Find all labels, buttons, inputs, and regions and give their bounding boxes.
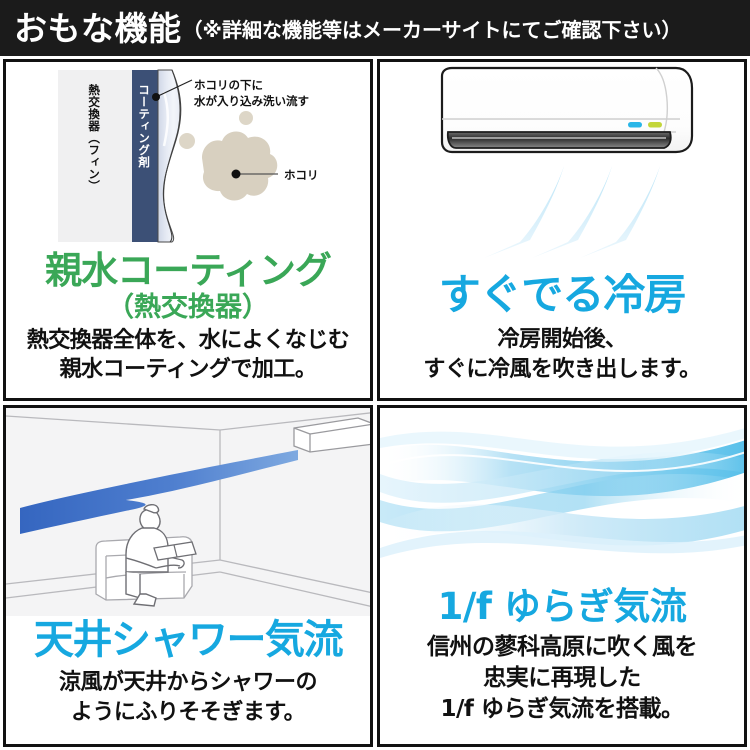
ceiling-shower-room-diagram bbox=[6, 408, 370, 616]
book-spine bbox=[173, 544, 178, 558]
heat-exchanger-fin-block bbox=[58, 70, 132, 242]
leader-dot-water-note bbox=[152, 93, 160, 101]
air-conditioner-illustration-svg bbox=[440, 66, 694, 258]
page-title-note: （※詳細な機能等はメーカーサイトにてご確認下さい） bbox=[182, 18, 682, 42]
leader-line-water-note bbox=[155, 79, 193, 98]
panel-1-body-line-1: 熱交換器全体を、水によくなじむ bbox=[26, 328, 350, 353]
panel-4-body-line-2: 忠実に再現した bbox=[483, 665, 641, 692]
hydrophilic-coating-diagram: 熱交換器（フィン） コーティング剤 ホコリの下に 水が入り込み洗い流す ホコリ bbox=[6, 62, 370, 250]
panel-2-headline: すぐでる冷房 bbox=[438, 270, 686, 319]
leader-dot-dust bbox=[231, 169, 241, 179]
abstract-wave-ribbons-svg bbox=[380, 408, 744, 586]
hydrophilic-coating-caption: 親水コーティング （熱交換器） 熱交換器全体を、水によくなじむ 親水コーティング… bbox=[6, 250, 370, 398]
feature-panel-hydrophilic-coating: 熱交換器（フィン） コーティング剤 ホコリの下に 水が入り込み洗い流す ホコリ … bbox=[3, 59, 373, 401]
one-over-f-caption: 1/f ゆらぎ気流 信州の蓼科高原に吹く風を 忠実に再現した 1/f ゆらぎ気流… bbox=[380, 586, 744, 744]
dust-cloud-large bbox=[202, 131, 278, 201]
feature-panel-fast-cooling: すぐでる冷房 冷房開始後、 すぐに冷風を吹き出します。 bbox=[377, 59, 747, 401]
wave-highlight-line bbox=[380, 451, 744, 473]
page-title: おもな機能 bbox=[14, 8, 182, 48]
wave-ribbon-6 bbox=[380, 530, 744, 558]
ac-louver bbox=[446, 131, 672, 149]
wave-ribbon-3 bbox=[380, 504, 744, 548]
fast-cooling-diagram bbox=[380, 62, 744, 270]
water-film-shape bbox=[157, 69, 181, 243]
coating-cross-section-svg bbox=[152, 69, 278, 243]
annotation-water-line2: 水が入り込み洗い流す bbox=[194, 93, 309, 108]
panel-4-headline: 1/f ゆらぎ気流 bbox=[437, 585, 687, 628]
led-indicator-cool bbox=[628, 122, 642, 128]
airflow-streak-2 bbox=[532, 166, 612, 258]
section-header-bar: おもな機能 （※詳細な機能等はメーカーサイトにてご確認下さい） bbox=[0, 0, 750, 56]
dust-speck-2 bbox=[239, 111, 253, 125]
dust-speck-1 bbox=[179, 133, 195, 149]
panel-2-body-line-1: 冷房開始後、 bbox=[497, 327, 627, 352]
panel-4-body-line-1: 信州の蓼科高原に吹く風を bbox=[427, 634, 698, 660]
annotation-dust: ホコリ bbox=[284, 168, 319, 182]
panel-2-body-line-2: すぐに冷風を吹き出します。 bbox=[423, 356, 701, 382]
panel-3-headline: 天井シャワー気流 bbox=[34, 617, 344, 663]
ceiling-shower-caption: 天井シャワー気流 涼風が天井からシャワーの ようにふりそそぎます。 bbox=[6, 616, 370, 744]
airflow-streak-1 bbox=[484, 166, 564, 258]
fast-cooling-caption: すぐでる冷房 冷房開始後、 すぐに冷風を吹き出します。 bbox=[380, 270, 744, 398]
feature-panel-grid: 熱交換器（フィン） コーティング剤 ホコリの下に 水が入り込み洗い流す ホコリ … bbox=[0, 56, 750, 750]
ceiling-airflow-band bbox=[20, 450, 298, 534]
panel-3-body-line-1: 涼風が天井からシャワーの bbox=[58, 670, 318, 695]
room-perspective-svg bbox=[6, 408, 370, 616]
label-heat-exchanger-fin: 熱交換器（フィン） bbox=[87, 84, 102, 192]
wave-ribbon-4 bbox=[380, 451, 744, 503]
panel-1-subhead: （熱交換器） bbox=[107, 292, 269, 323]
water-film-outline bbox=[162, 69, 182, 243]
seated-person bbox=[125, 504, 185, 607]
feature-panel-one-over-f-airflow: 1/f ゆらぎ気流 信州の蓼科高原に吹く風を 忠実に再現した 1/f ゆらぎ気流… bbox=[377, 405, 747, 747]
label-coating-agent: コーティング剤 bbox=[137, 84, 152, 168]
ac-indoor-unit bbox=[440, 66, 694, 154]
wave-ribbon-5 bbox=[380, 428, 744, 460]
fluctuation-wave-graphic bbox=[380, 408, 744, 586]
feature-panel-ceiling-shower-airflow: 天井シャワー気流 涼風が天井からシャワーの ようにふりそそぎます。 bbox=[3, 405, 373, 747]
panel-4-body-line-3: 1/f ゆらぎ気流を搭載。 bbox=[440, 696, 684, 723]
annotation-water-line1: ホコリの下に bbox=[194, 78, 263, 92]
annotation-water-penetration: ホコリの下に 水が入り込み洗い流す bbox=[194, 78, 309, 109]
airflow-streaks bbox=[484, 166, 660, 258]
ceiling-mounted-ac-unit bbox=[293, 417, 370, 453]
panel-3-body-line-2: ようにふりそそぎます。 bbox=[70, 699, 306, 725]
led-indicator-power bbox=[648, 122, 662, 128]
airflow-streak-3 bbox=[580, 166, 660, 258]
panel-1-headline: 親水コーティング bbox=[45, 249, 332, 292]
water-highlight bbox=[162, 91, 169, 147]
panel-1-body-line-2: 親水コーティングで加工。 bbox=[59, 356, 317, 382]
